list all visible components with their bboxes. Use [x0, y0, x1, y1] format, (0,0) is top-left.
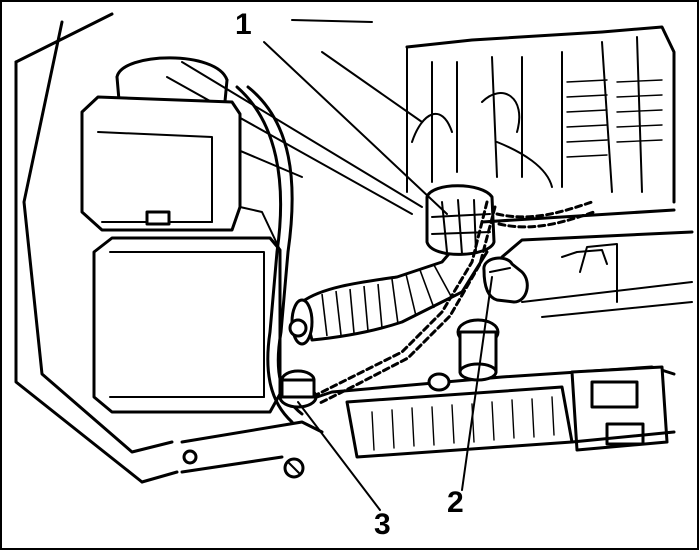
- battery-box: [92, 206, 282, 414]
- right-cover: [480, 208, 694, 318]
- callout-2-label: 2: [447, 486, 464, 519]
- leader-lines: [263, 41, 493, 511]
- sensor-connector: [482, 256, 529, 304]
- cross-member: [180, 365, 676, 479]
- throttle-body: [425, 184, 496, 256]
- wiring-harness: [310, 200, 596, 406]
- callout-1-label: 1: [235, 8, 252, 41]
- callout-3-label: 3: [374, 508, 391, 541]
- leader-line-1: [263, 41, 448, 215]
- leader-line-2: [461, 276, 493, 491]
- reservoir-upper-left: [80, 56, 242, 232]
- fitting-bottom: [278, 318, 500, 409]
- leader-line-3: [297, 401, 381, 511]
- engine-top: [405, 25, 676, 204]
